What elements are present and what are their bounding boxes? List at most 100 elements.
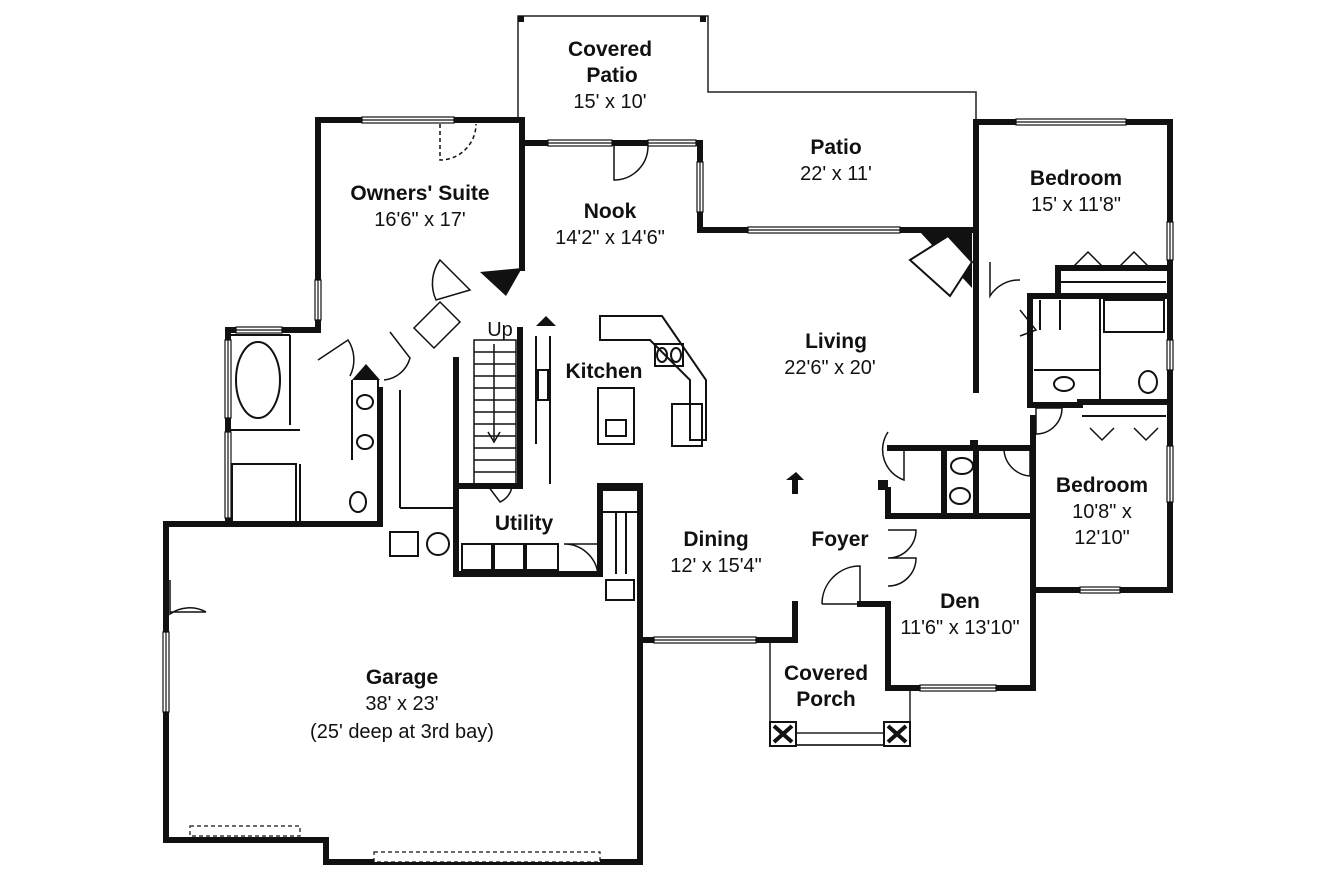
bedroom1-name: Bedroom: [1030, 167, 1122, 190]
door-powder[interactable]: [881, 431, 905, 482]
dining-front-wall: [637, 587, 798, 643]
covered-patio-name-2: Patio: [586, 64, 637, 87]
sink: [654, 343, 684, 367]
island-sink: [605, 419, 627, 437]
master-toilet: [349, 491, 367, 513]
bedroom2-name: Bedroom: [1056, 474, 1148, 497]
utility-name: Utility: [495, 512, 554, 535]
window-garage-left: [162, 631, 170, 713]
dining-column: [786, 472, 804, 494]
bath-post: [352, 364, 380, 380]
powder-sink: [949, 487, 971, 505]
powder-toilet: [950, 457, 974, 475]
door-closet-2a[interactable]: [1089, 427, 1115, 442]
door-closet-1b[interactable]: [1119, 250, 1149, 267]
window-bath-top: [235, 326, 283, 334]
door-foyer-front[interactable]: [821, 565, 861, 605]
window-bath-left-2: [224, 431, 232, 519]
window-owners-left: [314, 279, 322, 321]
thin-walls: [228, 281, 1166, 601]
range: [671, 403, 703, 447]
bath2-sink: [1053, 376, 1075, 392]
dining-dim: 12' x 15'4": [670, 555, 761, 577]
window-nook-right: [696, 161, 704, 213]
window-bedroom1-right: [1166, 221, 1174, 261]
tub-2: [1103, 299, 1165, 333]
door-nook-patio[interactable]: [613, 145, 649, 181]
garage-name: Garage: [366, 666, 438, 689]
owners-suite-dim: 16'6" x 17': [374, 209, 465, 231]
master-sink-2: [356, 434, 374, 450]
garage-door-2: [373, 851, 601, 863]
room-labels: Covered Patio 15' x 10' Patio 22' x 11' …: [310, 38, 1148, 743]
nook-name: Nook: [584, 200, 637, 223]
fireplace: [908, 232, 974, 298]
porch-column-left: [769, 721, 797, 747]
door-hall-2[interactable]: [1003, 449, 1031, 477]
door-closet-2b[interactable]: [1133, 427, 1159, 442]
fixtures: [235, 341, 1158, 513]
walls: [163, 117, 1173, 865]
patio-post-left: [518, 16, 524, 22]
bath2-toilet: [1138, 370, 1158, 394]
porch-column-right: [883, 721, 911, 747]
window-bedroom2-bottom: [1079, 586, 1121, 594]
den-walls: [885, 513, 1036, 691]
window-den-bottom: [919, 684, 997, 692]
door-hall[interactable]: [412, 300, 462, 350]
window-bath-left: [224, 339, 232, 419]
window-living: [747, 226, 901, 234]
dining-name: Dining: [683, 528, 748, 551]
den-dim: 11'6" x 13'10": [900, 617, 1019, 639]
door-utility[interactable]: [563, 543, 599, 575]
patio-post-right: [700, 16, 706, 22]
owners-corner-unit: [480, 268, 522, 296]
master-sink-1: [356, 394, 374, 410]
kitchen-counter: [599, 315, 707, 441]
kitchen-name: Kitchen: [565, 360, 642, 383]
door-closet-1a[interactable]: [1073, 250, 1103, 267]
garage-dim: 38' x 23': [365, 693, 438, 715]
owners-suite-name: Owners' Suite: [350, 182, 489, 205]
kitchen-sink-2: [670, 347, 682, 363]
covered-porch-name-2: Porch: [796, 688, 856, 711]
island: [597, 387, 635, 445]
bath2-left: [1027, 293, 1083, 408]
window-nook-top-2: [647, 139, 697, 147]
water-heater: [605, 579, 635, 601]
window-dining-bottom: [653, 636, 757, 644]
thin-outlines: [517, 15, 977, 746]
garage-walls: [163, 521, 643, 865]
pantry-box: [599, 489, 641, 513]
door-bath2[interactable]: [1019, 309, 1038, 337]
door-bath-2[interactable]: [383, 331, 411, 381]
utility-sink: [525, 543, 559, 571]
garage-box: [389, 531, 419, 557]
door-owners-patio[interactable]: [439, 123, 477, 161]
door-garage[interactable]: [169, 580, 207, 616]
garage-door-1: [189, 825, 301, 837]
door-owners-entry[interactable]: [431, 258, 472, 301]
den-name: Den: [940, 590, 980, 613]
washer: [461, 543, 493, 571]
window-bedroom1-top: [1015, 118, 1127, 126]
window-nook-top: [547, 139, 613, 147]
door-bedroom2[interactable]: [1035, 407, 1063, 435]
door-bedroom1[interactable]: [989, 262, 1021, 299]
covered-patio-name-1: Covered: [568, 38, 652, 61]
garage-doors: [189, 825, 601, 863]
door-den[interactable]: [887, 529, 917, 587]
kitchen-sink-1: [656, 347, 668, 363]
covered-patio-outline: [517, 15, 977, 122]
shower: [231, 463, 297, 523]
covered-porch-name-1: Covered: [784, 662, 868, 685]
door-master-bath[interactable]: [317, 338, 355, 377]
door-utility-2[interactable]: [487, 485, 513, 503]
dryer: [493, 543, 525, 571]
nook-dim: 14'2" x 14'6": [555, 227, 665, 249]
stairs-up-label: Up: [487, 319, 513, 341]
doors: [169, 123, 1159, 616]
kitchen-post: [536, 316, 556, 326]
